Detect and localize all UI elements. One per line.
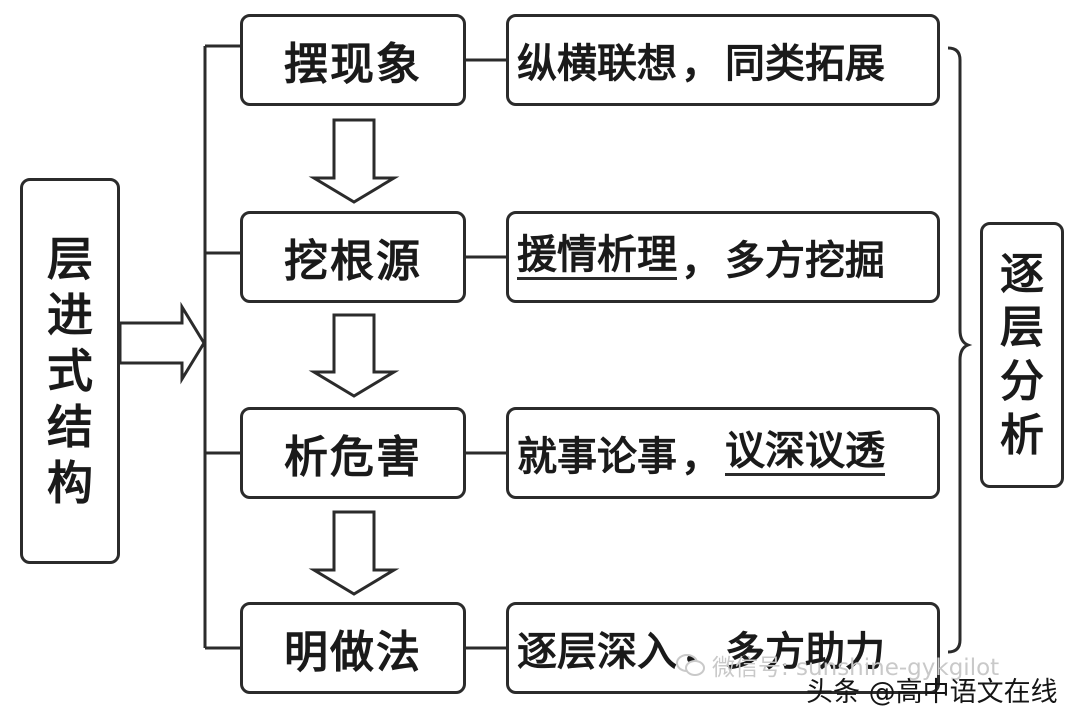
description-box-2: 援情析理，多方挖掘 — [506, 211, 940, 303]
down-arrow-1 — [308, 118, 400, 204]
description-phrase: 多方助力 — [725, 628, 885, 675]
structure-char: 进 — [47, 287, 93, 342]
down-arrow-3 — [308, 510, 400, 596]
analysis-char: 析 — [1000, 409, 1044, 461]
step-box-4: 明做法 — [240, 602, 466, 694]
analysis-box: 逐 层 分 析 — [980, 222, 1064, 488]
wechat-icon — [676, 654, 705, 676]
right-arrow — [118, 301, 206, 385]
analysis-char: 层 — [1000, 302, 1044, 354]
step-box-2: 挖根源 — [240, 211, 466, 303]
step-label: 挖根源 — [284, 236, 422, 287]
analysis-char: 逐 — [1000, 248, 1044, 300]
structure-char: 式 — [47, 343, 93, 398]
description-phrase: 逐层深入 — [517, 628, 677, 675]
step-label: 析危害 — [284, 432, 422, 483]
description-box-1: 纵横联想，同类拓展 — [506, 14, 940, 106]
down-arrow-2 — [308, 313, 400, 398]
description-box-3: 就事论事，议深议透 — [506, 407, 940, 499]
description-phrase: 纵横联想 — [517, 40, 677, 87]
step-box-1: 摆现象 — [240, 14, 466, 106]
toutiao-watermark: 头条 @高中语文在线 — [806, 677, 1058, 708]
structure-char: 构 — [47, 456, 93, 511]
wechat-watermark-text: 微信号: sunshine-gykgilot — [712, 655, 1000, 681]
right-brace — [947, 46, 973, 654]
description-phrase-underlined: 议深议透 — [725, 427, 885, 476]
step-box-3: 析危害 — [240, 407, 466, 499]
description-phrase: 同类拓展 — [725, 40, 885, 87]
description-box-4: 逐层深入，多方助力 — [506, 602, 940, 694]
structure-box: 层 进 式 结 构 — [20, 178, 120, 564]
step-label: 明做法 — [284, 627, 422, 678]
description-comma: ， — [681, 237, 721, 284]
analysis-char: 分 — [1000, 356, 1044, 407]
description-phrase: 多方挖掘 — [725, 237, 885, 284]
wechat-watermark: 微信号: sunshine-gykgilot — [676, 648, 999, 682]
description-comma: ， — [681, 40, 721, 87]
description-phrase: 就事论事 — [517, 433, 677, 480]
structure-char: 结 — [47, 400, 93, 455]
description-phrase-underlined: 援情析理 — [517, 231, 677, 280]
description-comma: ， — [681, 433, 721, 480]
structure-char: 层 — [47, 231, 93, 286]
step-label: 摆现象 — [284, 39, 422, 90]
